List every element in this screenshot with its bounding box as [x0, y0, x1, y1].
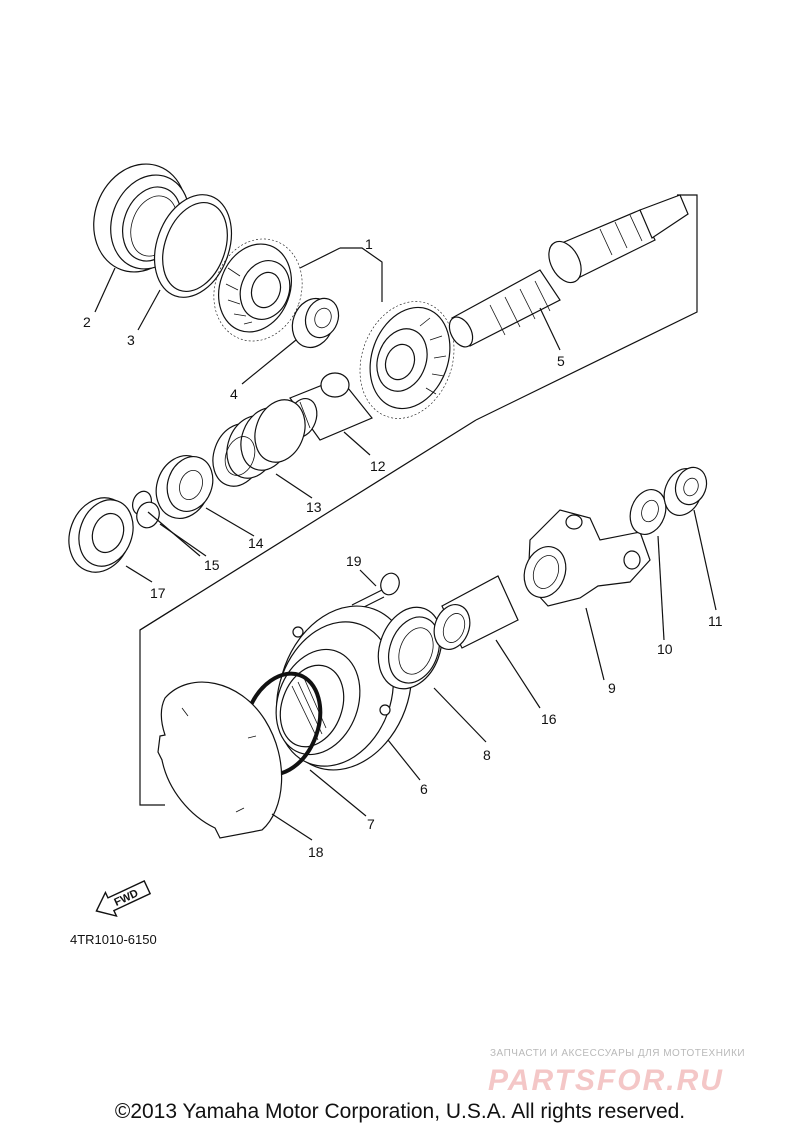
watermark: ЗАПЧАСТИ И АКСЕССУАРЫ ДЛЯ МОТОТЕХНИКИ PA…	[488, 1048, 745, 1095]
label-part-18: 18	[308, 844, 324, 860]
part-19-bolt	[351, 572, 400, 613]
part-10-washer	[629, 489, 667, 535]
part-18-plate	[157, 681, 283, 839]
label-part-19: 19	[346, 553, 362, 569]
fwd-label: FWD	[112, 887, 140, 908]
part-4-nut	[291, 297, 340, 349]
label-part-11: 11	[708, 613, 723, 629]
part-14-collar	[155, 455, 214, 519]
parts-diagram: 1 2 3 4 5 12 13 14 15 17 19 9 10 11 16 8…	[68, 163, 745, 1095]
part-11-nut	[663, 466, 708, 516]
label-part-13: 13	[306, 499, 322, 515]
label-part-16: 16	[541, 711, 557, 727]
label-part-14: 14	[248, 535, 264, 551]
label-part-1: 1	[365, 236, 373, 252]
label-part-8: 8	[483, 747, 491, 763]
part-number-labels: 1 2 3 4 5 12 13 14 15 17 19 9 10 11 16 8…	[83, 236, 723, 860]
part-12-sleeve	[286, 372, 373, 441]
part-16-sleeve	[433, 575, 519, 650]
part-5-shaft	[448, 194, 689, 348]
watermark-brand: PARTSFOR.RU	[488, 1064, 724, 1095]
label-part-12: 12	[370, 458, 386, 474]
label-part-3: 3	[127, 332, 135, 348]
part-1-gear-right	[359, 301, 455, 419]
label-part-2: 2	[83, 314, 91, 330]
label-part-17: 17	[150, 585, 166, 601]
diagram-code: 4TR1010-6150	[70, 932, 157, 947]
copyright-notice: ©2013 Yamaha Motor Corporation, U.S.A. A…	[114, 1100, 686, 1123]
label-part-7: 7	[367, 816, 375, 832]
label-part-10: 10	[657, 641, 673, 657]
part-8-seal	[377, 606, 443, 690]
fwd-arrow-icon: FWD	[95, 880, 152, 918]
label-part-9: 9	[608, 680, 616, 696]
label-part-5: 5	[557, 353, 565, 369]
assembly-outline	[139, 194, 698, 806]
label-part-4: 4	[230, 386, 238, 402]
part-13-spring	[212, 399, 306, 487]
part-9-yoke	[523, 509, 651, 607]
leader-lines	[94, 267, 717, 841]
part-17-bearing	[68, 497, 134, 573]
part-15-circlips	[131, 490, 160, 529]
label-part-15: 15	[204, 557, 220, 573]
label-part-6: 6	[420, 781, 428, 797]
watermark-tagline: ЗАПЧАСТИ И АКСЕССУАРЫ ДЛЯ МОТОТЕХНИКИ	[490, 1048, 745, 1059]
part-1-gear-left	[213, 238, 303, 342]
